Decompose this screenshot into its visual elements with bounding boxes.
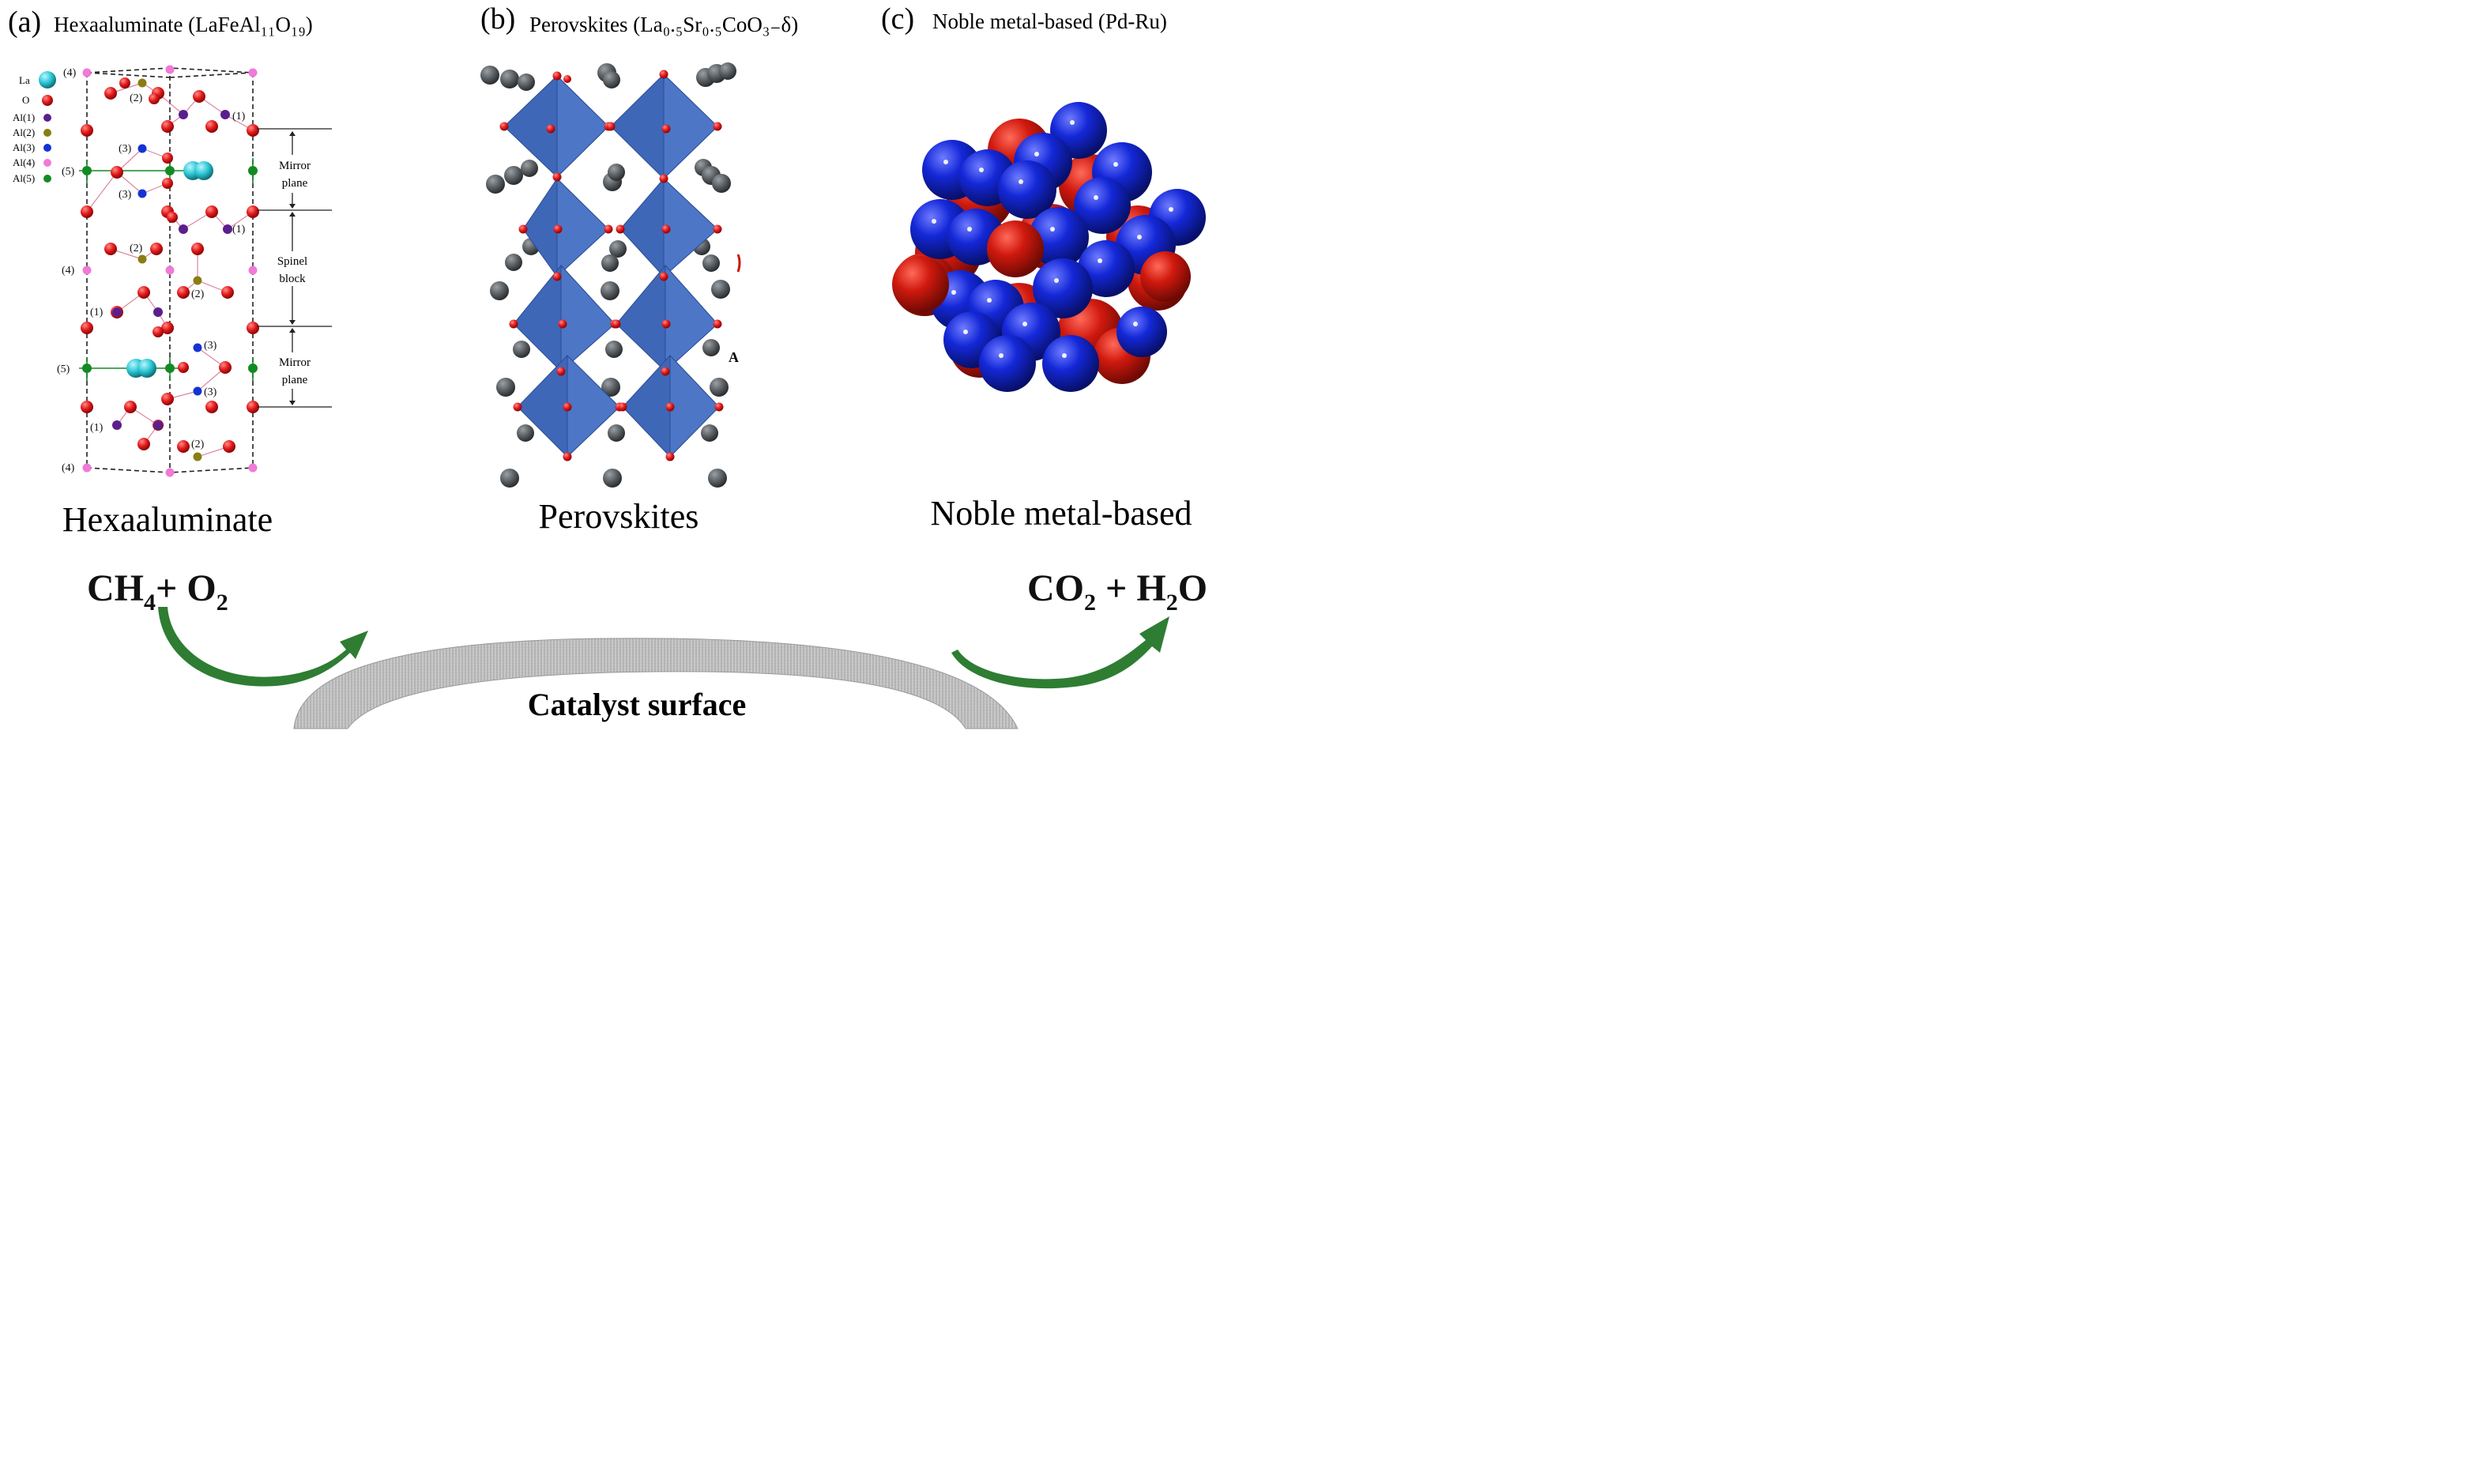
site-label-2: (2) [130, 92, 143, 104]
svg-text:CH4+ O2: CH4+ O2 [87, 567, 228, 616]
catalyst-surface: Catalyst surface [293, 638, 1019, 729]
legend-label-o: O [22, 94, 29, 106]
site-label-2: (2) [130, 243, 143, 254]
panel-a-header: (a) Hexaaluminate (LaFeAl₁₁O₁₉) [8, 6, 313, 39]
legend-swatch-al3 [43, 144, 51, 152]
catalyst-figure: (a) Hexaaluminate (LaFeAl₁₁O₁₉) (b) Pero… [8, 2, 1207, 729]
legend-label-al2: Al(2) [13, 126, 35, 138]
panel-captions: Hexaaluminate Perovskites Noble metal-ba… [62, 494, 1192, 539]
site-label-3: (3) [204, 386, 217, 398]
site-label-1: (1) [232, 111, 246, 122]
legend-label-la: La [19, 74, 30, 86]
site-label-5: (5) [57, 363, 70, 375]
reaction-arrow-out [951, 616, 1169, 689]
svg-text:CO2 + H2O: CO2 + H2O [1027, 567, 1207, 616]
legend-swatch-la [39, 71, 56, 89]
mirror-plane-top-line2: plane [282, 177, 308, 190]
site-label-4: (4) [62, 265, 75, 277]
site-label-1: (1) [90, 422, 104, 434]
perovskite-edge-mark [736, 254, 741, 273]
products-formula: CO2 + H2O [1027, 567, 1207, 616]
sphere-highlights [932, 120, 1173, 358]
caption-noble-metal: Noble metal-based [930, 494, 1192, 533]
catalyst-surface-label: Catalyst surface [528, 687, 747, 722]
panel-c-letter: (c) [881, 2, 914, 36]
site-label-5: (5) [62, 166, 75, 178]
site-label-4: (4) [62, 462, 75, 474]
la-atoms [126, 161, 213, 378]
al2-atoms [137, 78, 202, 461]
legend-swatch-o [42, 95, 53, 106]
legend-swatch-al1 [43, 114, 51, 122]
mirror-plane-bottom-line1: Mirror [279, 356, 311, 369]
al5-atoms [82, 166, 258, 373]
perovskite-structure: A [480, 62, 741, 488]
panel-b-title: Perovskites (La₀.₅Sr₀.₅CoO₃₋δ) [529, 13, 798, 36]
spinel-block-line2: block [279, 273, 306, 285]
site-label-4: (4) [63, 67, 77, 79]
site-label-2: (2) [191, 288, 205, 300]
panel-a-letter: (a) [8, 6, 41, 39]
ru-atoms-front [892, 220, 1191, 313]
legend-swatch-al4 [43, 159, 51, 167]
site-label-3: (3) [119, 189, 132, 201]
a-site-atoms [480, 62, 736, 488]
site-label-1: (1) [90, 307, 104, 318]
al4-atoms [82, 65, 258, 477]
legend-label-al5: Al(5) [13, 172, 35, 184]
legend-label-al1: Al(1) [13, 111, 35, 123]
atom-legend: La O Al(1) Al(2) Al(3) Al(4) Al(5) [13, 71, 56, 184]
panel-c-header: (c) Noble metal-based (Pd-Ru) [881, 2, 1167, 36]
perovskite-side-letter: A [729, 349, 739, 365]
legend-swatch-al2 [43, 129, 51, 137]
reaction-arrow-in [158, 607, 368, 687]
site-label-2: (2) [191, 439, 205, 450]
noble-metal-cluster [892, 102, 1206, 392]
panel-b-header: (b) Perovskites (La₀.₅Sr₀.₅CoO₃₋δ) [480, 2, 798, 36]
reactants-formula: CH4+ O2 [87, 567, 228, 616]
panel-b-letter: (b) [480, 2, 515, 36]
panel-c-title: Noble metal-based (Pd-Ru) [932, 9, 1167, 33]
hexaaluminate-structure: La O Al(1) Al(2) Al(3) Al(4) Al(5) [13, 65, 332, 477]
panel-a-title: Hexaaluminate (LaFeAl₁₁O₁₉) [54, 13, 313, 36]
al1-atoms [112, 110, 232, 430]
site-labels: (4) (2) (1) (3) (5) (3) (1) (2) (4) (2) … [57, 67, 246, 474]
site-label-1: (1) [232, 224, 246, 235]
al3-atoms [137, 144, 202, 396]
mirror-plane-bottom-line2: plane [282, 374, 308, 386]
pd-atoms-front [910, 102, 1206, 392]
region-arrowheads [289, 131, 296, 405]
caption-perovskites: Perovskites [539, 497, 699, 536]
legend-swatch-al5 [43, 175, 51, 183]
spinel-block-line1: Spinel [277, 255, 307, 268]
caption-hexaaluminate: Hexaaluminate [62, 500, 273, 539]
region-labels: Mirror plane Spinel block Mirror plane [277, 160, 311, 386]
region-dividers [257, 128, 332, 408]
legend-label-al3: Al(3) [13, 141, 35, 153]
site-label-3: (3) [119, 143, 132, 155]
site-label-3: (3) [204, 340, 217, 352]
perovskite-oxygen-atoms [499, 70, 724, 461]
legend-label-al4: Al(4) [13, 156, 35, 168]
mirror-plane-top-line1: Mirror [279, 160, 311, 172]
